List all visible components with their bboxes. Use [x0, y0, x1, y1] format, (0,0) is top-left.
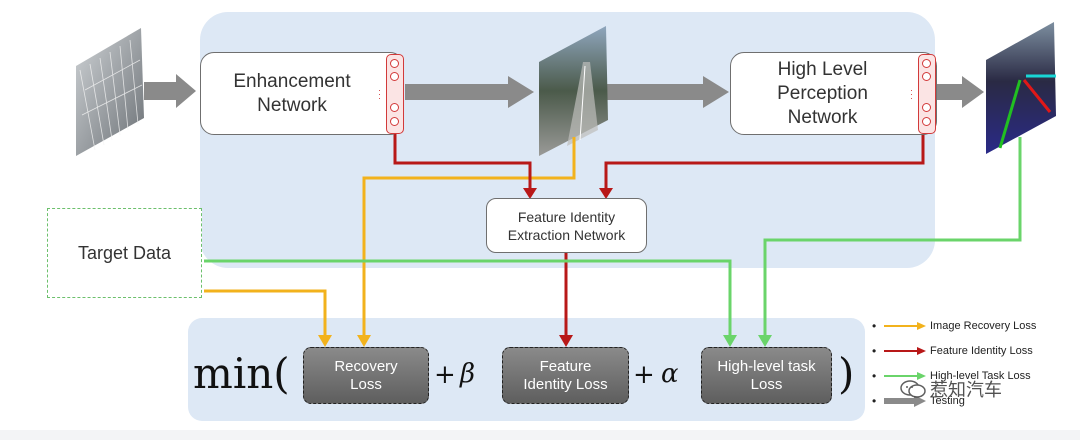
- testing-arrows: [144, 74, 984, 108]
- high-level-task-loss-label: High-level task Loss: [717, 357, 816, 393]
- target-data-box: Target Data: [47, 208, 202, 298]
- feature-identity-loss-label: Feature Identity Loss: [523, 357, 608, 393]
- enhancement-network-box: Enhancement Network: [200, 52, 404, 135]
- feature-identity-extraction-label: Feature Identity Extraction Network: [507, 208, 626, 243]
- green-paths: [204, 137, 1022, 336]
- watermark-text: 惹知汽车: [930, 380, 1002, 400]
- arrow-input-to-enh: [144, 74, 196, 108]
- feature-identity-loss-box: Feature Identity Loss: [502, 347, 629, 404]
- enhancement-layer-icon: ···: [378, 54, 404, 134]
- legend-item-image-recovery: • Image Recovery Loss: [872, 319, 1037, 333]
- high-level-task-loss-box: High-level task Loss: [701, 347, 832, 404]
- min-operator: min(: [193, 349, 290, 398]
- target-data-label: Target Data: [77, 242, 172, 263]
- enhanced-road-image: [539, 26, 608, 156]
- plus-sign-2: +: [633, 360, 655, 390]
- plus-sign-1: +: [434, 360, 456, 390]
- feature-identity-extraction-box: Feature Identity Extraction Network: [486, 198, 647, 253]
- watermark: 惹知汽车: [900, 376, 1002, 402]
- legend-item-feature-identity: • Feature Identity Loss: [872, 344, 1033, 358]
- perception-output-image: [986, 22, 1056, 154]
- high-level-perception-network-label: High Level Perception Network: [777, 58, 868, 128]
- arrow-image-to-hlp: [606, 76, 729, 108]
- yellow-paths: [204, 137, 576, 336]
- red-paths: [393, 134, 925, 336]
- recovery-loss-box: Recovery Loss: [303, 347, 429, 404]
- beta-symbol: β: [460, 359, 476, 389]
- legend-label: High-level Task Loss: [930, 370, 1031, 382]
- legend-item-testing: • Testing: [872, 394, 965, 408]
- arrow-enh-to-image: [405, 76, 534, 108]
- recovery-loss-label: Recovery Loss: [334, 357, 398, 393]
- arrow-hlp-to-output: [937, 76, 984, 108]
- perception-layer-icon: ···: [910, 54, 936, 134]
- bottom-strip: [0, 430, 1080, 440]
- wechat-watermark-icon: [900, 380, 926, 398]
- high-level-perception-network-box: High Level Perception Network: [730, 52, 937, 135]
- legend-label: Testing: [930, 395, 965, 407]
- rainy-input-image: [76, 28, 144, 156]
- alpha-symbol: α: [661, 359, 679, 389]
- legend-label: Feature Identity Loss: [930, 345, 1033, 357]
- close-paren: ): [838, 349, 855, 398]
- legend-item-high-level-task: • High-level Task Loss: [872, 369, 1031, 383]
- legend-label: Image Recovery Loss: [930, 320, 1037, 332]
- enhancement-network-label: Enhancement Network: [233, 70, 351, 116]
